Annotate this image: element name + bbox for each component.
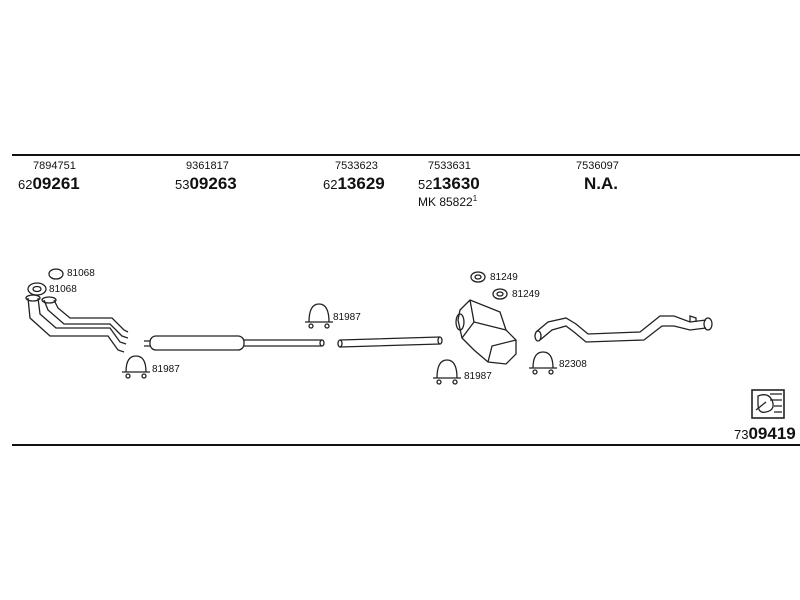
- catalog-logo-icon: [751, 389, 785, 419]
- intermediate-pipe: [337, 336, 443, 348]
- label-clamp-mid: 81987: [333, 312, 361, 323]
- gasket-icon: [48, 268, 64, 280]
- part-number-3: 7533623: [335, 160, 378, 172]
- gasket-rear-1: [470, 271, 486, 283]
- label-gasket-bottom: 81068: [49, 284, 77, 295]
- label-clamp-front: 81987: [152, 364, 180, 375]
- mounting-kit-ref: MK 858221: [418, 194, 478, 209]
- label-gasket-rear-1: 81249: [490, 272, 518, 283]
- reference-5: N.A.: [584, 174, 618, 193]
- front-silencer: [144, 335, 325, 351]
- reference-1: 6209261: [18, 174, 80, 193]
- front-pipe: [25, 294, 129, 353]
- clamp-rear-muffler: [433, 359, 461, 385]
- part-number-4: 7533631: [428, 160, 471, 172]
- label-gasket-top: 81068: [67, 268, 95, 279]
- gasket-rear-2: [492, 288, 508, 300]
- reference-4: 5213630: [418, 174, 480, 193]
- rear-muffler: [455, 299, 517, 365]
- kit-reference: 7309419: [734, 424, 796, 443]
- label-gasket-rear-2: 81249: [512, 289, 540, 300]
- clamp-tail: [529, 351, 557, 375]
- reference-2: 5309263: [175, 174, 237, 193]
- tail-pipe: [534, 315, 713, 343]
- gasket-icon: [27, 282, 47, 296]
- part-number-1: 7894751: [33, 160, 76, 172]
- reference-3: 6213629: [323, 174, 385, 193]
- top-divider: [12, 154, 800, 156]
- clamp-mid: [305, 303, 333, 329]
- part-number-5: 7536097: [576, 160, 619, 172]
- label-clamp-tail: 82308: [559, 359, 587, 370]
- clamp-front: [122, 355, 150, 379]
- bottom-divider: [12, 444, 800, 446]
- label-clamp-rear-muffler: 81987: [464, 371, 492, 382]
- part-number-2: 9361817: [186, 160, 229, 172]
